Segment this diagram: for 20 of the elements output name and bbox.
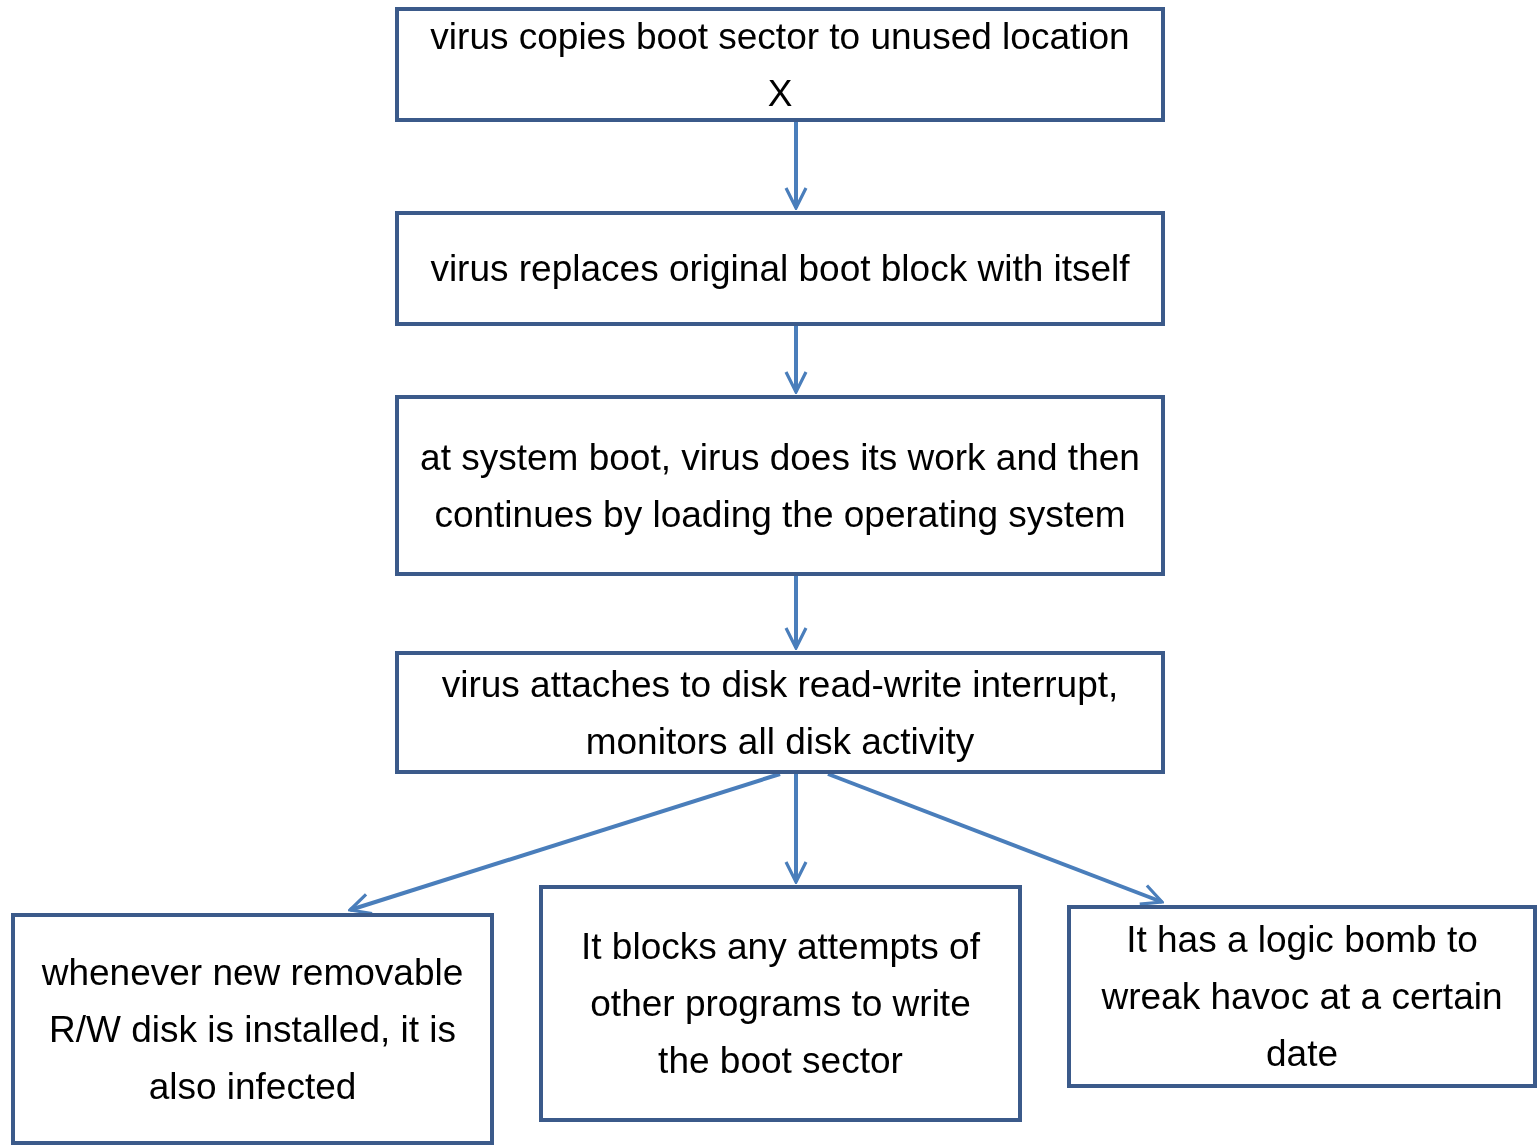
arrow <box>784 774 808 884</box>
step-text: at system boot, virus does its work and then continues by loading the operating system <box>419 435 1141 537</box>
step-text: virus replaces original boot block with itself <box>430 247 1130 291</box>
process-box <box>395 651 1165 774</box>
step-text: It blocks any attempts of other programs to write the boot sector <box>580 925 981 1083</box>
arrow <box>784 576 808 650</box>
process-box <box>395 7 1165 122</box>
process-box <box>539 885 1022 1122</box>
arrow <box>827 772 1164 906</box>
process-box <box>1067 905 1537 1088</box>
process-box <box>11 913 494 1145</box>
arrow <box>784 326 808 394</box>
step-text: whenever new removable R/W disk is installed, it is also infected <box>40 950 465 1109</box>
step-text: It has a logic bomb to wreak havoc at a certain date <box>1100 918 1504 1076</box>
arrow <box>784 122 808 210</box>
process-box <box>395 211 1165 326</box>
arrow <box>348 772 781 916</box>
process-box <box>395 395 1165 576</box>
step-text: virus copies boot sector to unused location X <box>429 14 1131 116</box>
step-text: virus attaches to disk read-write interrupt, monitors all disk activity <box>440 662 1120 764</box>
